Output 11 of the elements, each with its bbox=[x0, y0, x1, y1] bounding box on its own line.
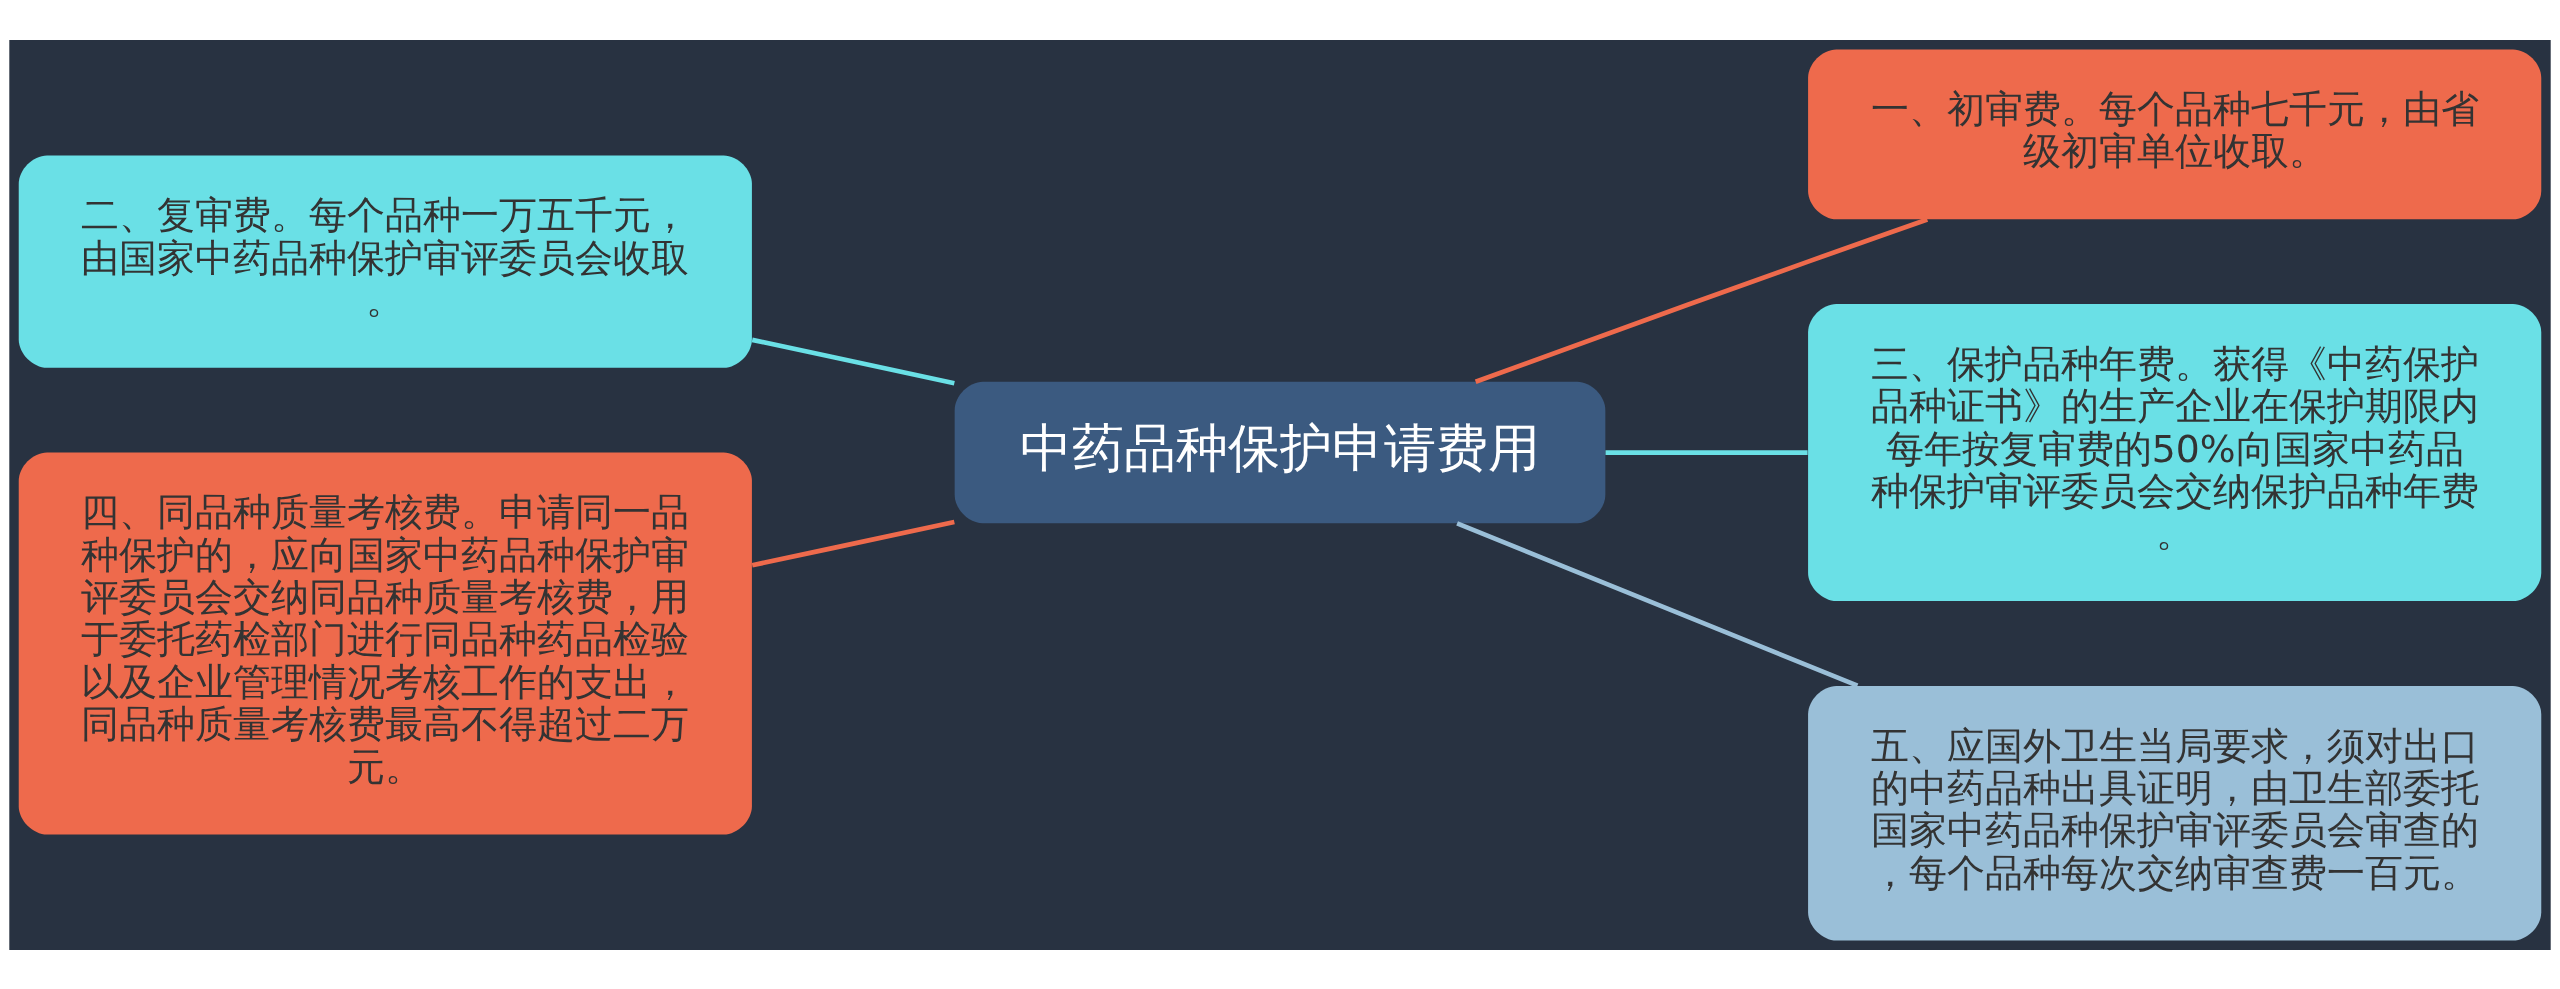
connector bbox=[1474, 216, 1929, 384]
node-box: 一、初审费。每个品种七千元，由省级初审单位收取。 bbox=[1808, 48, 2542, 219]
node-box: 五、应国外卫生当局要求，须对出口的中药品种出具证明，由卫生部委托国家中药品种保护审评委员会审查的，每个品种每次交纳审查费一百元。 bbox=[1808, 685, 2542, 941]
node-box: 四、同品种质量考核费。申请同一品种保护的，应向国家中药品种保护审评委员会交纳同品种质量考核费，用于委托药检部门进行同品种药品检验以及企业管理情况考核工作的支出，同品种质量考核费最高不得超过二万元。 bbox=[18, 452, 752, 834]
node-box: 二、复审费。每个品种一万五千元，由国家中药品种保护审评委员会收取。 bbox=[18, 155, 752, 368]
node-box: 三、保护品种年费。获得《中药保护品种证书》的生产企业在保护期限内每年按复审费的50%向国家中药品种保护审评委员会交纳保护品种年费。 bbox=[1808, 303, 2542, 601]
connector bbox=[1456, 520, 1859, 688]
connector bbox=[751, 519, 955, 568]
connector bbox=[751, 337, 955, 385]
node-box: 中药品种保护申请费用 bbox=[954, 381, 1606, 523]
connector bbox=[1605, 449, 1808, 455]
